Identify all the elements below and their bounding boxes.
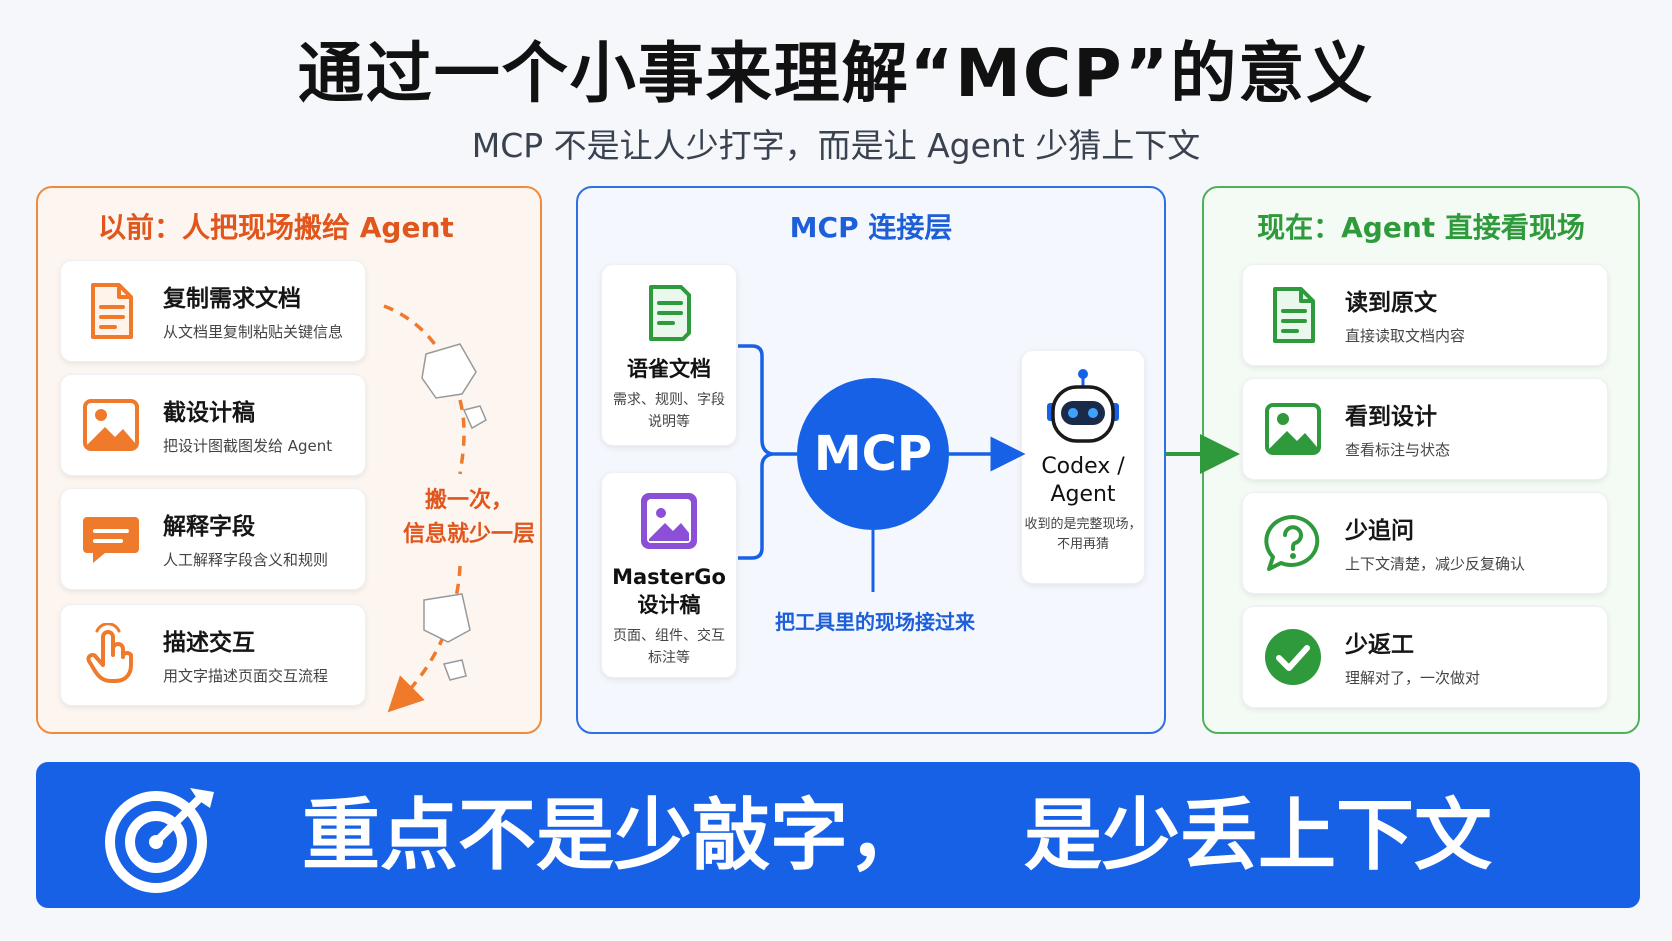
chat-icon xyxy=(83,517,139,563)
after-item-read-original: 读到原文 直接读取文档内容 xyxy=(1242,264,1608,366)
item-desc: 查看标注与状态 xyxy=(1345,441,1451,459)
before-panel-title: 以前：人把现场搬给 Agent xyxy=(98,211,454,244)
agent-desc: 收到的是完整现场，不用再猜 xyxy=(1024,517,1142,552)
agent-title: Codex / Agent xyxy=(1041,454,1125,507)
page-title: 通过一个小事来理解“MCP”的意义 xyxy=(297,35,1375,112)
source-yuque-doc: 语雀文档 需求、规则、字段说明等 xyxy=(601,264,737,446)
key-message-banner: 重点不是少敲字， 是少丢上下文 xyxy=(36,762,1640,908)
connect-label: 把工具里的现场接过来 xyxy=(775,610,975,634)
item-title: 少追问 xyxy=(1345,518,1414,544)
after-panel-title: 现在：Agent 直接看现场 xyxy=(1257,211,1585,244)
item-desc: 理解对了，一次做对 xyxy=(1345,669,1481,687)
item-title: 看到设计 xyxy=(1345,404,1437,430)
page-subtitle: MCP 不是让人少打字，而是让 Agent 少猜上下文 xyxy=(471,126,1201,165)
source-title: MasterGo 设计稿 xyxy=(612,565,726,617)
before-item-describe: 描述交互 用文字描述页面交互流程 xyxy=(60,604,366,706)
item-title: 读到原文 xyxy=(1345,290,1437,316)
check-circle-icon xyxy=(1265,629,1321,685)
source-title: 语雀文档 xyxy=(627,357,711,381)
after-item-fewer-questions: 少追问 上下文清楚，减少反复确认 xyxy=(1242,492,1608,594)
image-icon xyxy=(641,493,697,549)
pointer-hand-icon xyxy=(86,623,133,683)
item-title: 截设计稿 xyxy=(163,400,255,426)
item-desc: 上下文清楚，减少反复确认 xyxy=(1345,555,1526,573)
document-icon xyxy=(1273,287,1315,343)
after-item-less-rework: 少返工 理解对了，一次做对 xyxy=(1242,606,1608,708)
item-desc: 从文档里复制粘贴关键信息 xyxy=(163,323,344,341)
item-title: 复制需求文档 xyxy=(163,286,301,312)
banner-text-part2: 是少丢上下文 xyxy=(1024,791,1493,881)
item-title: 少返工 xyxy=(1345,632,1414,658)
item-desc: 人工解释字段含义和规则 xyxy=(163,551,329,569)
info-loss-note: 搬一次， 信息就少一层 xyxy=(402,488,535,547)
item-desc: 把设计图截图发给 Agent xyxy=(163,437,333,455)
source-desc: 需求、规则、字段说明等 xyxy=(613,392,725,430)
source-desc: 页面、组件、交互标注等 xyxy=(613,628,725,666)
before-item-explain: 解释字段 人工解释字段含义和规则 xyxy=(60,488,366,590)
item-title: 解释字段 xyxy=(163,514,255,540)
target-icon xyxy=(105,788,214,893)
source-mastergo-design: MasterGo 设计稿 页面、组件、交互标注等 xyxy=(601,472,737,678)
document-icon xyxy=(649,285,691,341)
item-title: 描述交互 xyxy=(163,630,255,656)
before-item-copy-doc: 复制需求文档 从文档里复制粘贴关键信息 xyxy=(60,260,366,362)
after-item-see-design: 看到设计 查看标注与状态 xyxy=(1242,378,1608,480)
banner-text-part1: 重点不是少敲字， xyxy=(302,791,927,881)
before-item-screenshot: 截设计稿 把设计图截图发给 Agent xyxy=(60,374,366,476)
item-desc: 用文字描述页面交互流程 xyxy=(163,667,329,685)
image-icon xyxy=(1265,403,1321,455)
item-desc: 直接读取文档内容 xyxy=(1345,327,1466,345)
image-icon xyxy=(83,399,139,451)
question-bubble-icon xyxy=(1264,514,1320,571)
agent-card: Codex / Agent 收到的是完整现场，不用再猜 xyxy=(1021,350,1145,584)
document-icon xyxy=(91,283,133,339)
mcp-hub: MCP xyxy=(797,378,949,530)
robot-icon xyxy=(1047,369,1119,443)
mcp-panel-title: MCP 连接层 xyxy=(789,211,953,244)
